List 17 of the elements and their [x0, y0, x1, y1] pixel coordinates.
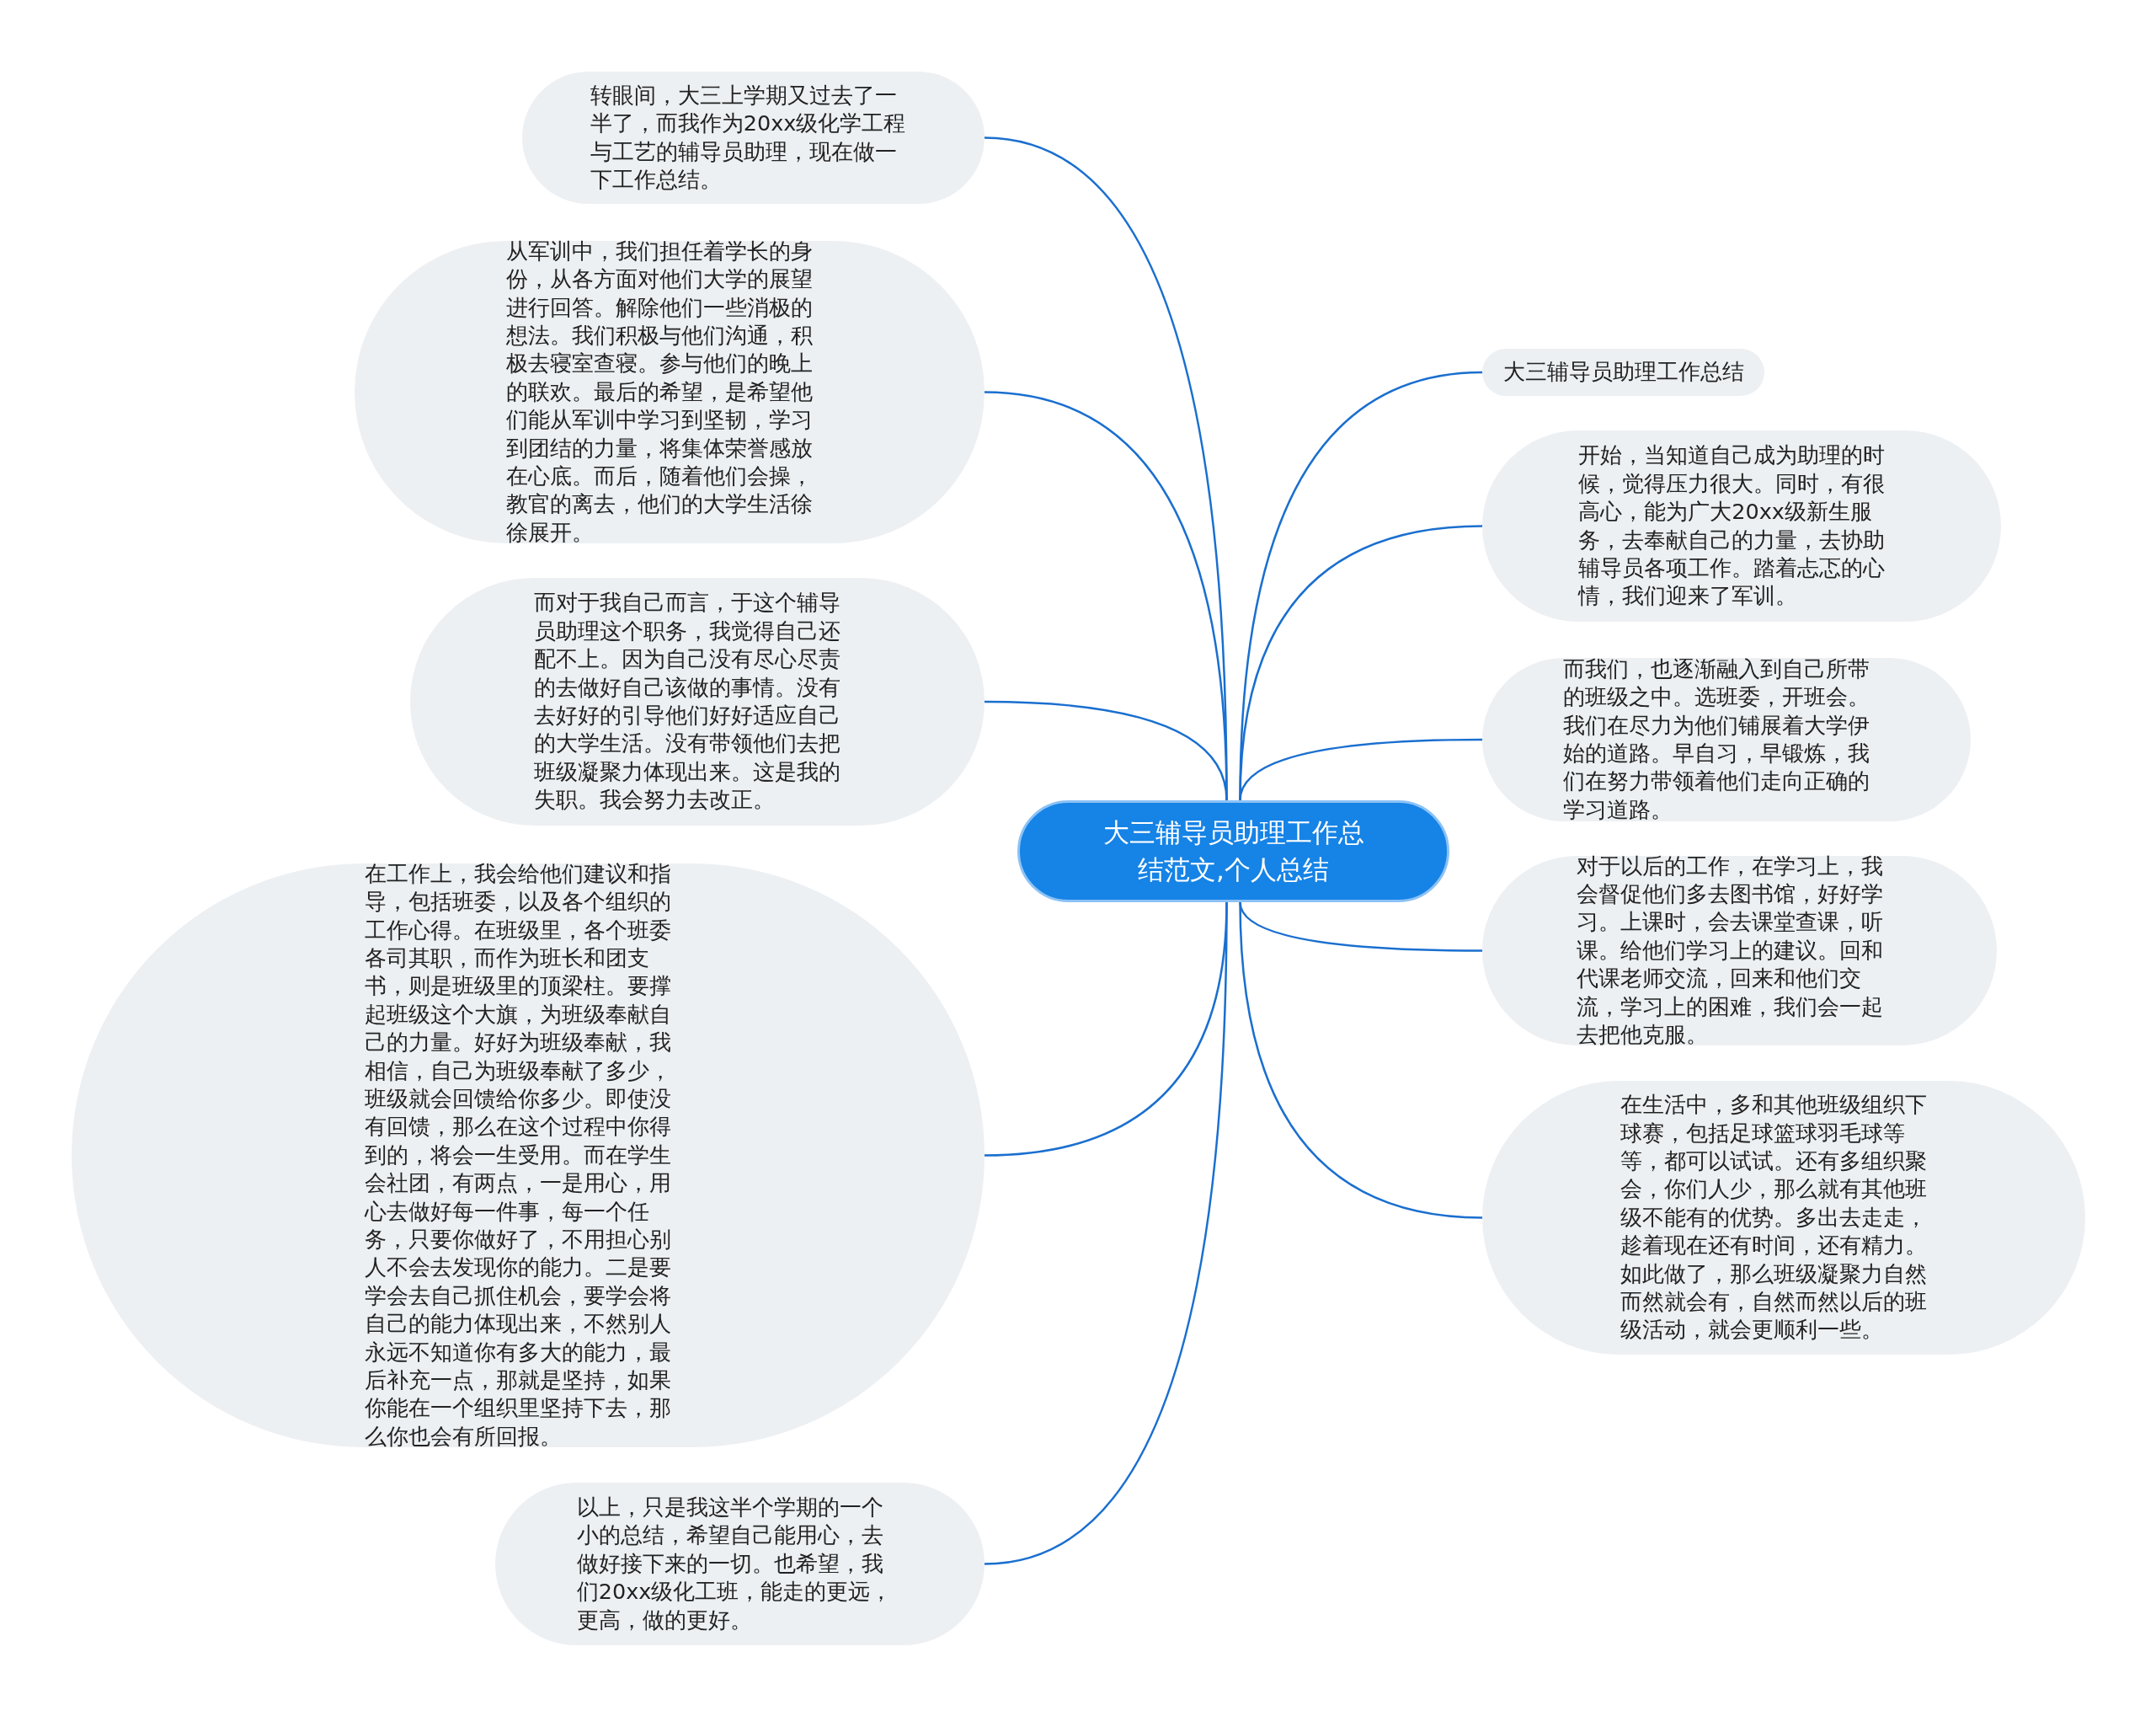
connector-line	[1239, 525, 1483, 801]
topic-text: 而我们，也逐渐融入到自己所带的班级之中。选班委，开班会。我们在尽力为他们铺展着大学伊始的道路。早自习，早锻炼，我们在努力带领着他们走向正确的学习道路。	[1563, 655, 1871, 824]
topic-text: 以上，只是我这半个学期的一个小的总结，希望自己能用心，去做好接下来的一切。也希望，我们20xx级化工班，能走的更远，更高，做的更好。	[576, 1494, 894, 1634]
topic-text: 转眼间，大三上学期又过去了一半了，而我作为20xx级化学工程与工艺的辅导员助理，现在做一下工作总结。	[590, 81, 907, 194]
connector-line	[1239, 738, 1482, 801]
topic-text: 对于以后的工作，在学习上，我会督促他们多去图书馆，好好学习。上课时，会去课堂查课，听课。给他们学习上的建议。回和代课老师交流，回来和他们交流，学习上的困难，我们会一起去把他克服。	[1576, 852, 1884, 1049]
topic-text: 而对于我自己而言，于这个辅导员助理这个职务，我觉得自己还配不上。因为自己没有尽心尽责的去做好自己该做的事情。没有去好好的引导他们好好适应自己的大学生活。没有带领他们去把班级凝聚力体现出来。这是我的失职。我会努力去改正。	[534, 589, 842, 815]
topic-text: 大三辅导员助理工作总结	[1502, 358, 1744, 387]
topic-text: 在工作上，我会给他们建议和指导，包括班委，以及各个组织的工作心得。在班级里，各个班委各司其职，而作为班长和团支书，则是班级里的顶梁柱。要撑起班级这个大旗，为班级奉献自己的力量。好好为班级奉献，我相信，自己为班级奉献了多少，班级就会回馈给你多少。即使没有回馈，那么在这个过程中你得到的，将会一生受用。而在学生会社团，有两点，一是用心，用心去做好每一件事，每一个任务，只要你做好了，不用担心别人不会去发现你的能力。二是要学会去自己抓住机会，要学会将自己的能力体现出来，不然别人永远不知道你有多大的能力，最后补充一点，那就是坚持，如果你能在一个组织里坚持下去，那么你也会有所回报。	[365, 859, 673, 1451]
topic-bubble	[1482, 349, 1764, 396]
topic-text: 从军训中，我们担任着学长的身份，从各方面对他们大学的展望进行回答。解除他们一些消极的想法。我们积极与他们沟通，积极去寝室查寝。参与他们的晚上的联欢。最后的希望，是希望他们能从军训中学习到坚韧，学习到团结的力量，将集体荣誉感放在心底。而后，随着他们会操，教官的离去，他们的大学生活徐徐展开。	[506, 237, 814, 547]
connector-line	[984, 902, 1228, 1565]
central-topic-text: 大三辅导员助理工作总结范文,个人总结	[1102, 816, 1365, 886]
connector-line	[984, 700, 1228, 801]
topic-text: 在生活中，多和其他班级组织下球赛，包括足球篮球羽毛球等等，都可以试试。还有多组织聚会，你们人少，那么就有其他班级不能有的优势。多出去走走，趁着现在还有时间，还有精力。如此做了，那么班级凝聚力自然而然就会有，自然而然以后的班级活动，就会更顺利一些。	[1620, 1091, 1929, 1344]
topic-text: 开始，当知道自己成为助理的时候，觉得压力很大。同时，有很高心，能为广大20xx级新生服务，去奉献自己的力量，去协助辅导员各项工作。踏着忐忑的心情，我们迎来了军训。	[1578, 441, 1886, 611]
connector-line	[1239, 901, 1483, 1219]
